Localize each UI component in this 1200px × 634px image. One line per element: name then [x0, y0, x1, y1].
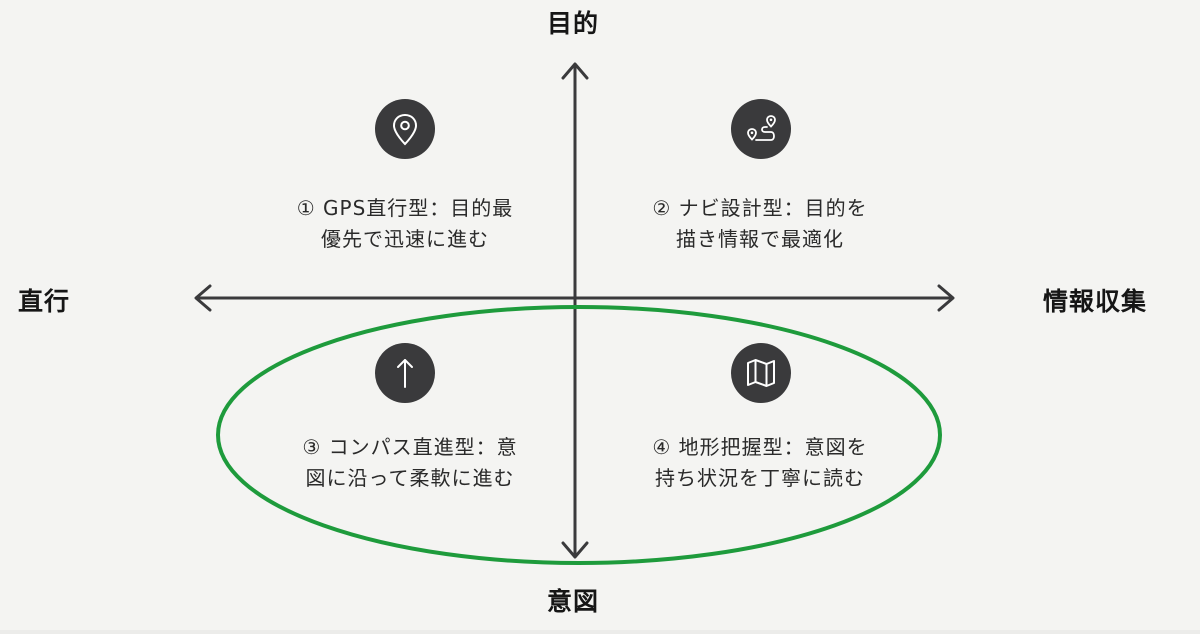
map-icon [747, 359, 775, 387]
quadrant-2-text: ② ナビ設計型：目的を 描き情報で最適化 [600, 193, 920, 255]
horizontal-axis-arrow-left [194, 284, 212, 312]
quadrant-1-text: ① GPS直行型：目的最 優先で迅速に進む [245, 193, 565, 255]
vertical-axis-arrow-top [561, 62, 589, 80]
quadrant-1-icon-badge [375, 99, 435, 159]
quadrant-4-icon-badge [731, 343, 791, 403]
quadrant-1-line-1: ① GPS直行型：目的最 [296, 196, 514, 220]
quadrant-3-line-2: 図に沿って柔軟に進む [305, 466, 515, 490]
axis-label-top: 目的 [547, 9, 600, 38]
location-pin-icon [392, 113, 418, 146]
quadrant-2-line-1: ② ナビ設計型：目的を [652, 196, 868, 220]
quadrant-3-icon-badge [375, 343, 435, 403]
quadrant-4-text: ④ 地形把握型：意図を 持ち状況を丁寧に読む [600, 432, 920, 494]
axis-label-right: 情報収集 [1043, 287, 1148, 316]
quadrant-2-icon-badge [731, 99, 791, 159]
quadrant-3-text: ③ コンパス直進型：意 図に沿って柔軟に進む [250, 432, 570, 494]
vertical-axis-arrow-bottom [561, 541, 589, 559]
quadrant-2-line-2: 描き情報で最適化 [676, 227, 844, 251]
bottom-edge-strip [0, 630, 1200, 634]
axis-label-left: 直行 [18, 287, 71, 316]
quadrant-1-line-2: 優先で迅速に進む [321, 227, 489, 251]
axis-label-bottom: 意図 [547, 587, 600, 616]
quadrant-4-line-1: ④ 地形把握型：意図を [652, 435, 868, 459]
quadrant-3-line-1: ③ コンパス直進型：意 [302, 435, 518, 459]
quadrant-4-line-2: 持ち状況を丁寧に読む [655, 466, 865, 490]
arrow-up-icon [397, 359, 413, 388]
highlight-ellipse [216, 305, 942, 565]
horizontal-axis-arrow-right [937, 284, 955, 312]
route-icon [747, 115, 776, 141]
